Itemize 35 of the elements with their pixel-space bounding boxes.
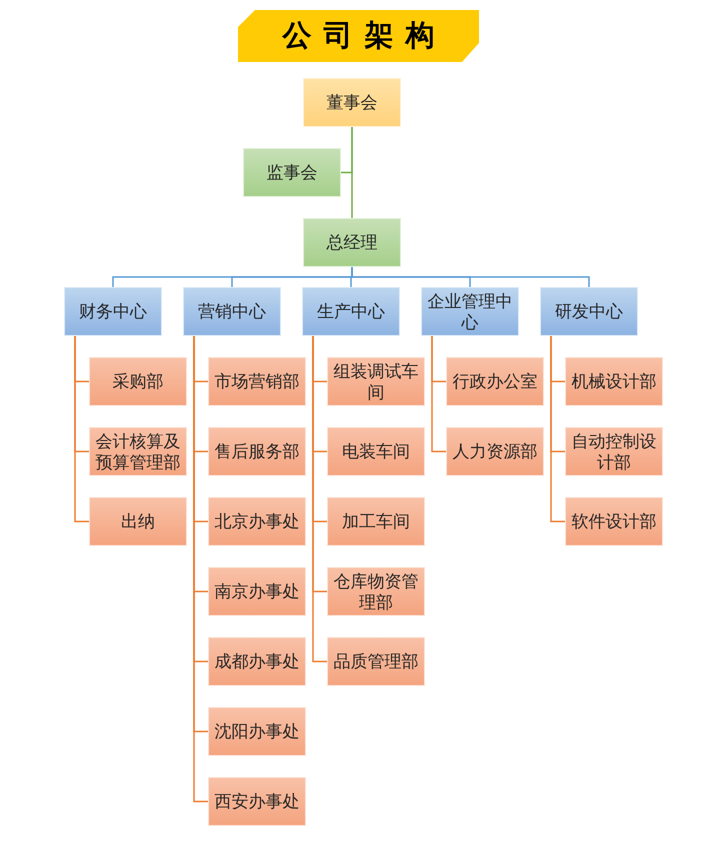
department-box: 采购部 xyxy=(89,357,187,406)
division-box: 营销中心 xyxy=(183,287,281,336)
department-box: 出纳 xyxy=(89,497,187,546)
department-box: 成都办事处 xyxy=(208,637,306,686)
department-box: 行政办公室 xyxy=(446,357,544,406)
department-box: 人力资源部 xyxy=(446,427,544,476)
department-box: 自动控制设计部 xyxy=(565,427,663,476)
connector-line xyxy=(550,336,565,522)
connector-line xyxy=(341,127,353,174)
department-box: 西安办事处 xyxy=(208,777,306,826)
department-box: 软件设计部 xyxy=(565,497,663,546)
connector-line xyxy=(312,336,327,662)
connector-line xyxy=(351,267,590,287)
department-box: 沈阳办事处 xyxy=(208,707,306,756)
department-box: 北京办事处 xyxy=(208,497,306,546)
department-box: 组装调试车间 xyxy=(327,357,425,406)
division-box: 财务中心 xyxy=(64,287,162,336)
department-box: 机械设计部 xyxy=(565,357,663,406)
department-box: 品质管理部 xyxy=(327,637,425,686)
department-box: 南京办事处 xyxy=(208,567,306,616)
connector-line xyxy=(431,336,446,452)
division-box: 研发中心 xyxy=(540,287,638,336)
department-box: 仓库物资管理部 xyxy=(327,567,425,616)
title-banner: 公司架构 xyxy=(238,10,479,62)
department-box: 加工车间 xyxy=(327,497,425,546)
position-box: 董事会 xyxy=(303,78,401,127)
department-box: 售后服务部 xyxy=(208,427,306,476)
position-box: 监事会 xyxy=(243,148,341,197)
position-box: 总经理 xyxy=(303,218,401,267)
department-box: 市场营销部 xyxy=(208,357,306,406)
department-box: 会计核算及预算管理部 xyxy=(89,427,187,476)
division-box: 生产中心 xyxy=(302,287,400,336)
connector-line xyxy=(74,336,89,522)
department-box: 电装车间 xyxy=(327,427,425,476)
division-box: 企业管理中心 xyxy=(421,287,519,336)
